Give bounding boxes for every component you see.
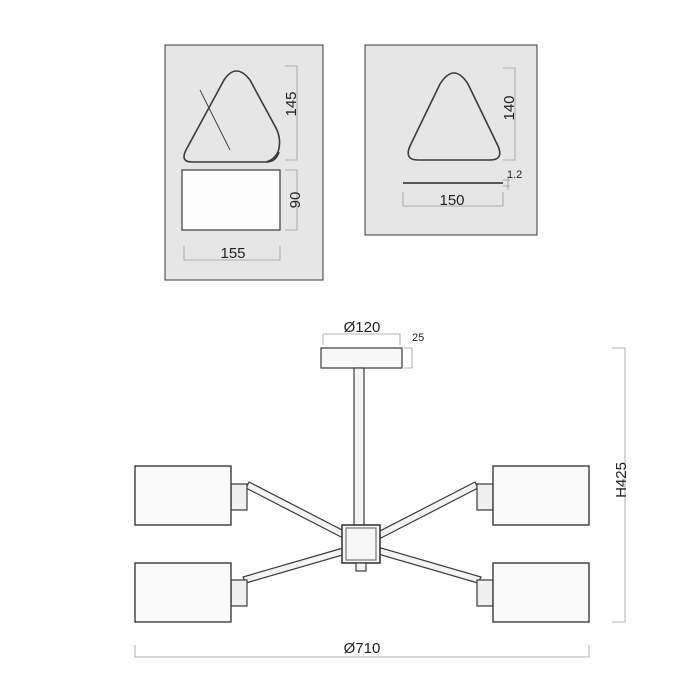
ceiling-canopy	[320, 347, 403, 369]
arm-upper-right	[377, 481, 479, 539]
shade-width-label: 155	[220, 245, 245, 262]
shade-box	[181, 169, 281, 231]
socket-lower-right	[476, 579, 494, 607]
socket-upper-right	[476, 483, 494, 511]
shade-box-height-label: 90	[287, 192, 304, 209]
arm-lower-right	[377, 547, 482, 584]
shade-wire-diagonal	[199, 89, 231, 151]
total-height-dimension	[612, 347, 626, 623]
shade-upper-right	[492, 465, 590, 526]
arm-lower-left	[242, 547, 347, 584]
center-hub-inner	[345, 527, 377, 561]
canopy-diameter-label: Ø120	[344, 319, 381, 336]
canopy-diameter-dimension	[322, 333, 401, 345]
total-diameter-dimension	[134, 645, 590, 658]
glass-width-label: 150	[439, 192, 464, 209]
glass-height-label: 140	[501, 95, 518, 120]
down-rod	[353, 367, 365, 527]
glass-thickness-label: 1.2	[507, 169, 522, 181]
glass-width-dimension	[402, 192, 504, 207]
shade-detail-panel: 145 90 155	[164, 44, 324, 281]
center-hub-cap	[355, 562, 367, 572]
glass-panel-frame	[364, 44, 538, 236]
glass-thickness-dimension	[503, 176, 510, 190]
socket-lower-left	[230, 579, 248, 607]
total-height-label: H425	[613, 462, 630, 498]
glass-triangle	[407, 72, 501, 161]
shade-box-height-dimension	[285, 169, 298, 231]
glass-height-dimension	[503, 67, 516, 161]
chandelier-assembly: Ø120 25 H425 Ø710	[134, 319, 630, 658]
shade-height-label: 145	[283, 91, 300, 116]
shade-width-dimension	[183, 246, 281, 261]
shade-lower-right	[492, 562, 590, 623]
shade-wire-triangle	[183, 70, 281, 163]
glass-detail-panel: 140 1.2 150	[364, 44, 538, 236]
canopy-height-label: 25	[412, 332, 424, 344]
center-hub	[341, 524, 381, 564]
shade-height-dimension	[285, 65, 298, 161]
socket-upper-left	[230, 483, 248, 511]
shade-lower-left	[134, 562, 232, 623]
shade-wire-hook	[265, 151, 280, 163]
total-diameter-label: Ø710	[344, 640, 381, 657]
shade-upper-left	[134, 465, 232, 526]
arm-upper-left	[245, 481, 347, 539]
canopy-height-dimension	[404, 347, 413, 369]
